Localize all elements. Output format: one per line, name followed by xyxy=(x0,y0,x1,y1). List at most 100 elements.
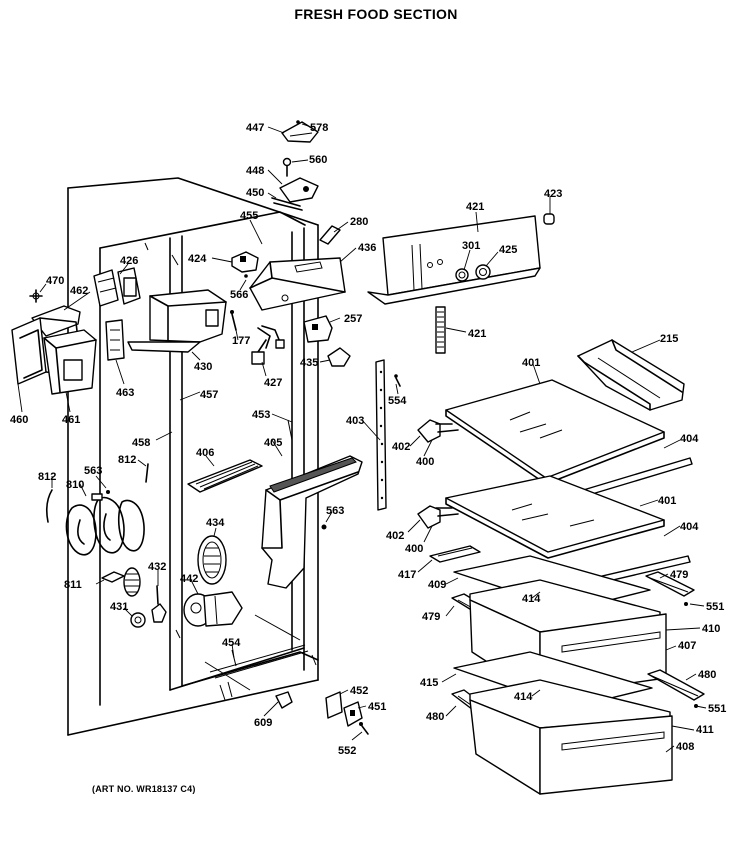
label-402-lower: 402 xyxy=(386,530,404,542)
label-566: 566 xyxy=(230,289,248,301)
part-451-hinge xyxy=(343,701,363,727)
art-number: (ART NO. WR18137 C4) xyxy=(92,784,196,794)
label-406: 406 xyxy=(196,447,214,459)
label-400-lower: 400 xyxy=(405,543,423,555)
part-463-bracket xyxy=(105,319,125,361)
part-431-socket xyxy=(130,612,146,628)
part-425-knob xyxy=(475,264,491,280)
part-442-light-assembly xyxy=(183,591,243,627)
label-301: 301 xyxy=(462,240,480,252)
part-257-relay xyxy=(303,315,333,343)
part-552-screw xyxy=(359,722,369,735)
page-title: FRESH FOOD SECTION xyxy=(294,6,458,22)
part-453-rail xyxy=(287,419,293,441)
part-810-heater xyxy=(65,493,145,556)
part-401-glass-shelf-lower xyxy=(445,475,665,559)
part-461-fan-bracket xyxy=(43,329,97,395)
label-458: 458 xyxy=(132,437,150,449)
label-427: 427 xyxy=(264,377,282,389)
cabinet-liner-drawing xyxy=(67,177,319,736)
part-421-control-panel xyxy=(367,215,541,305)
label-551-upper: 551 xyxy=(706,601,724,613)
label-452: 452 xyxy=(350,685,368,697)
part-448-housing xyxy=(279,177,319,203)
part-421-temperature-strip xyxy=(435,306,446,354)
label-430: 430 xyxy=(194,361,212,373)
part-812-wire-left xyxy=(46,489,53,523)
part-280-clip xyxy=(319,225,341,245)
part-609-roller xyxy=(275,691,293,709)
part-566-screw xyxy=(244,274,248,278)
label-403: 403 xyxy=(346,415,364,427)
label-426: 426 xyxy=(120,255,138,267)
part-479-slide-right-upper xyxy=(645,571,695,597)
label-462: 462 xyxy=(70,285,88,297)
part-177-screw xyxy=(230,310,237,331)
part-430-light-housing xyxy=(127,289,227,353)
part-number-labels: 447 578 448 560 450 455 280 436 421 423 … xyxy=(10,122,726,757)
label-404-lower: 404 xyxy=(680,521,699,533)
label-408: 408 xyxy=(676,741,694,753)
label-407: 407 xyxy=(678,640,696,652)
label-421-panel: 421 xyxy=(466,201,484,213)
label-609: 609 xyxy=(254,717,272,729)
part-405-air-duct xyxy=(261,455,363,589)
part-403-shelf-ladder xyxy=(375,359,387,511)
label-425: 425 xyxy=(499,244,517,256)
label-424: 424 xyxy=(188,253,207,265)
label-461: 461 xyxy=(62,414,80,426)
part-435-damper xyxy=(327,347,351,367)
label-421-strip: 421 xyxy=(468,328,486,340)
part-811-clip xyxy=(101,571,125,583)
label-415: 415 xyxy=(420,677,438,689)
part-402-bracket-upper xyxy=(417,419,441,443)
part-812-screw-right xyxy=(145,463,149,483)
part-436-control-housing xyxy=(249,257,346,311)
label-257: 257 xyxy=(344,313,362,325)
part-452-bracket xyxy=(325,691,343,719)
label-409: 409 xyxy=(428,579,446,591)
label-215: 215 xyxy=(660,333,678,345)
part-434-light-shield xyxy=(197,535,227,585)
part-578-screw xyxy=(296,120,300,124)
part-417-cover-frame xyxy=(429,545,481,563)
label-411: 411 xyxy=(696,724,714,736)
part-470-screw xyxy=(29,289,43,303)
label-480-left: 480 xyxy=(426,711,444,723)
label-423: 423 xyxy=(544,188,562,200)
part-424-switch xyxy=(231,251,259,273)
label-463: 463 xyxy=(116,387,134,399)
leader-lines xyxy=(17,123,707,753)
label-454: 454 xyxy=(222,637,241,649)
part-411-pan-front-lower xyxy=(469,699,673,795)
label-280: 280 xyxy=(350,216,368,228)
label-404-upper: 404 xyxy=(680,433,699,445)
part-563-screw-right xyxy=(321,524,327,530)
part-447-cap xyxy=(281,121,319,143)
part-423-bulb xyxy=(543,213,555,225)
label-447: 447 xyxy=(246,122,264,134)
part-432-bulb xyxy=(151,585,167,623)
label-436: 436 xyxy=(358,242,376,254)
label-450: 450 xyxy=(246,187,264,199)
label-414-lower: 414 xyxy=(514,691,533,703)
label-431: 431 xyxy=(110,601,128,613)
part-480-slide-right-lower xyxy=(647,669,705,701)
part-427-wire-harness xyxy=(251,325,285,365)
label-552: 552 xyxy=(338,745,356,757)
part-301-knob xyxy=(455,268,469,282)
label-442: 442 xyxy=(180,573,198,585)
label-405: 405 xyxy=(264,437,282,449)
label-480-right: 480 xyxy=(698,669,716,681)
label-563-left: 563 xyxy=(84,465,102,477)
label-470: 470 xyxy=(46,275,64,287)
label-560: 560 xyxy=(309,154,327,166)
label-479-left: 479 xyxy=(422,611,440,623)
part-450-harness xyxy=(271,197,303,211)
label-551-lower: 551 xyxy=(708,703,726,715)
part-560-screw xyxy=(282,157,292,177)
part-spring-coil xyxy=(123,567,141,597)
label-578: 578 xyxy=(310,122,328,134)
label-177: 177 xyxy=(232,335,250,347)
